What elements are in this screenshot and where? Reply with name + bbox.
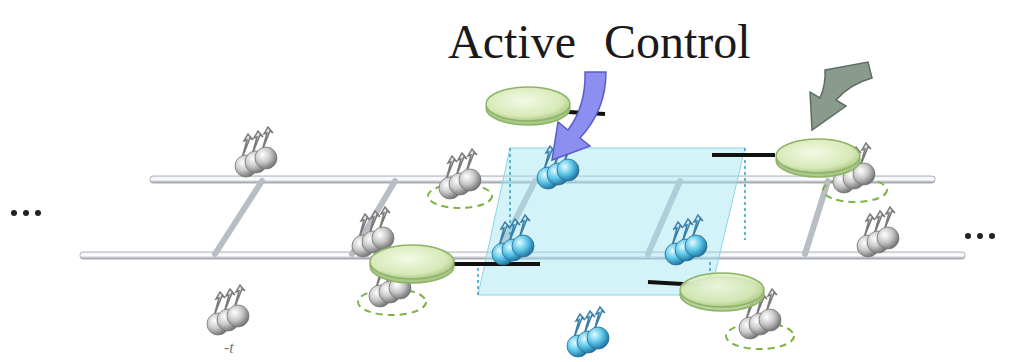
active-arrow xyxy=(552,72,606,160)
control-arrow xyxy=(810,62,872,130)
control-bonds xyxy=(445,112,775,285)
active-label: Active xyxy=(448,18,576,66)
blue-molecules xyxy=(492,139,707,357)
region-dotted-lines xyxy=(478,148,745,295)
active-region xyxy=(478,148,745,295)
axis-label: -t xyxy=(224,340,234,356)
control-halos xyxy=(358,178,887,349)
control-discs xyxy=(370,87,860,311)
control-label: Control xyxy=(604,18,751,66)
